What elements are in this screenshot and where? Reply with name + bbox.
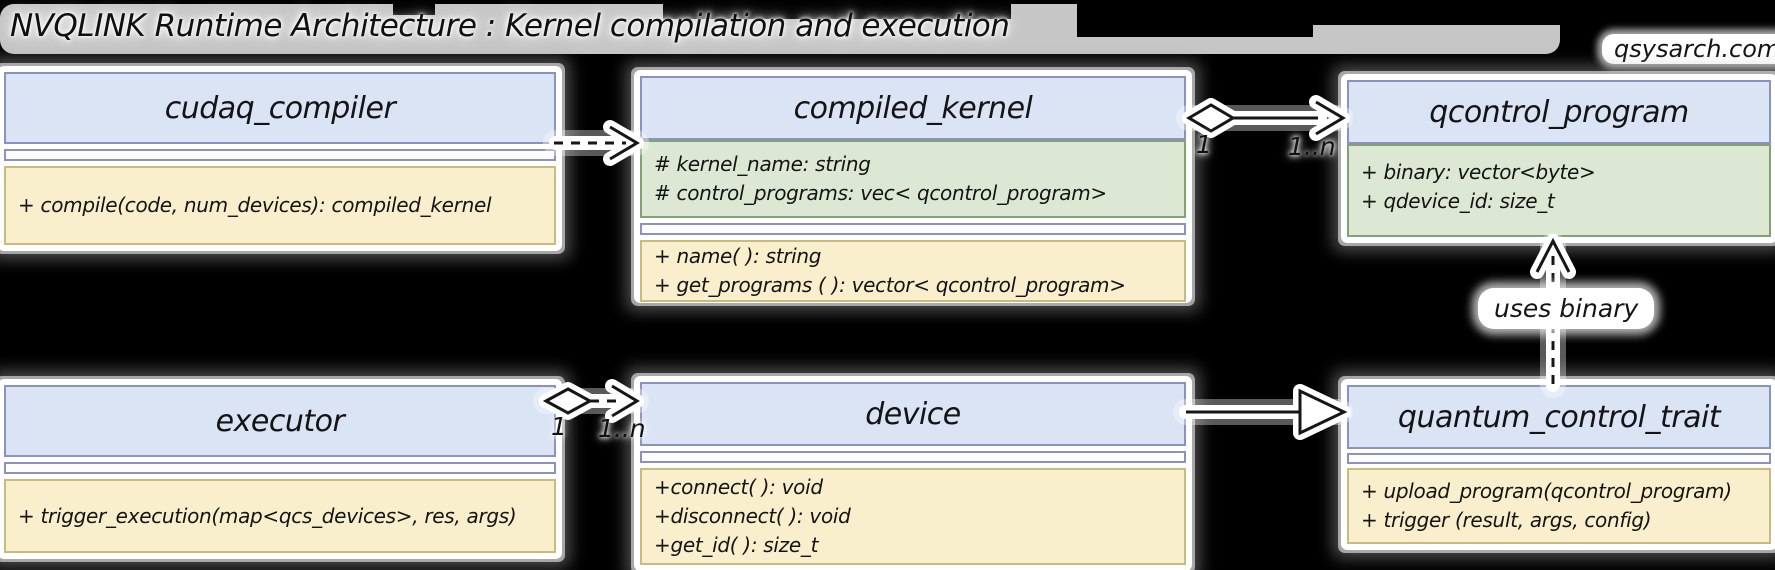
background-artifact [1313, 0, 1560, 25]
class-name: executor [215, 403, 345, 439]
separator-compartment [640, 223, 1186, 235]
empty-attributes-compartment [1347, 453, 1771, 464]
method: + name( ): string [654, 244, 822, 268]
multiplicity-to: 1..n [1288, 132, 1336, 161]
method: + upload_program(qcontrol_program) [1361, 479, 1732, 503]
aggregation-arrow-executor-to-device [533, 379, 649, 423]
page-title: NVQLINK Runtime Architecture : Kernel co… [10, 8, 1010, 44]
realization-arrow-device-to-quantum-control-trait [1173, 384, 1353, 440]
background-artifact [663, 0, 1011, 19]
attribute: # control_programs: vec< qcontrol_progra… [654, 181, 1107, 205]
multiplicity-from: 1 [1196, 130, 1212, 159]
watermark-qsysarch: qsysarch.com [1602, 34, 1775, 64]
uses-binary-label: uses binary [1478, 288, 1655, 329]
class-name: compiled_kernel [793, 90, 1033, 126]
class-name: cudaq_compiler [164, 90, 396, 126]
methods-compartment: +connect( ): void +disconnect( ): void +… [640, 468, 1186, 565]
method: + compile(code, num_devices): compiled_k… [18, 193, 492, 217]
class-name: device [865, 396, 961, 432]
attributes-compartment: # kernel_name: string # control_programs… [640, 140, 1186, 218]
class-quantum-control-trait: quantum_control_trait + upload_program(q… [1347, 385, 1771, 544]
class-header: compiled_kernel [640, 76, 1186, 140]
class-qcontrol-program: qcontrol_program + binary: vector<byte> … [1347, 80, 1771, 237]
method: + get_programs ( ): vector< qcontrol_pro… [654, 273, 1126, 297]
method: +get_id( ): size_t [654, 533, 819, 557]
class-executor: executor + trigger_execution(map<qcs_dev… [4, 385, 556, 553]
aggregation-arrow-compiled-kernel-to-qcontrol-program [1176, 95, 1353, 141]
methods-compartment: + compile(code, num_devices): compiled_k… [4, 166, 556, 245]
methods-compartment: + upload_program(qcontrol_program) + tri… [1347, 468, 1771, 544]
class-name: qcontrol_program [1429, 94, 1689, 130]
method: +disconnect( ): void [654, 504, 851, 528]
class-cudaq-compiler: cudaq_compiler + compile(code, num_devic… [4, 72, 556, 245]
class-header: executor [4, 385, 556, 457]
attribute: # kernel_name: string [654, 152, 871, 176]
empty-attributes-compartment [4, 462, 556, 474]
background-artifact [393, 0, 435, 15]
class-header: qcontrol_program [1347, 80, 1771, 144]
class-header: cudaq_compiler [4, 72, 556, 144]
method: + trigger_execution(map<qcs_devices>, re… [18, 503, 517, 528]
class-name: quantum_control_trait [1397, 399, 1721, 435]
methods-compartment: + trigger_execution(map<qcs_devices>, re… [4, 479, 556, 553]
class-header: quantum_control_trait [1347, 385, 1771, 449]
class-header: device [640, 382, 1186, 446]
class-device: device +connect( ): void +disconnect( ):… [640, 382, 1186, 565]
empty-attributes-compartment [4, 149, 556, 161]
empty-attributes-compartment [640, 451, 1186, 463]
method: + trigger (result, args, config) [1361, 508, 1652, 532]
attribute: + qdevice_id: size_t [1361, 189, 1555, 213]
multiplicity-to: 1..n [598, 414, 646, 443]
dependency-arrow-cudaq-to-compiled-kernel [543, 120, 649, 166]
multiplicity-from: 1 [551, 412, 567, 441]
class-compiled-kernel: compiled_kernel # kernel_name: string # … [640, 76, 1186, 302]
method: +connect( ): void [654, 475, 823, 499]
attributes-compartment: + binary: vector<byte> + qdevice_id: siz… [1347, 144, 1771, 237]
attribute: + binary: vector<byte> [1361, 160, 1596, 184]
background-artifact [1077, 0, 1313, 37]
methods-compartment: + name( ): string + get_programs ( ): ve… [640, 240, 1186, 302]
